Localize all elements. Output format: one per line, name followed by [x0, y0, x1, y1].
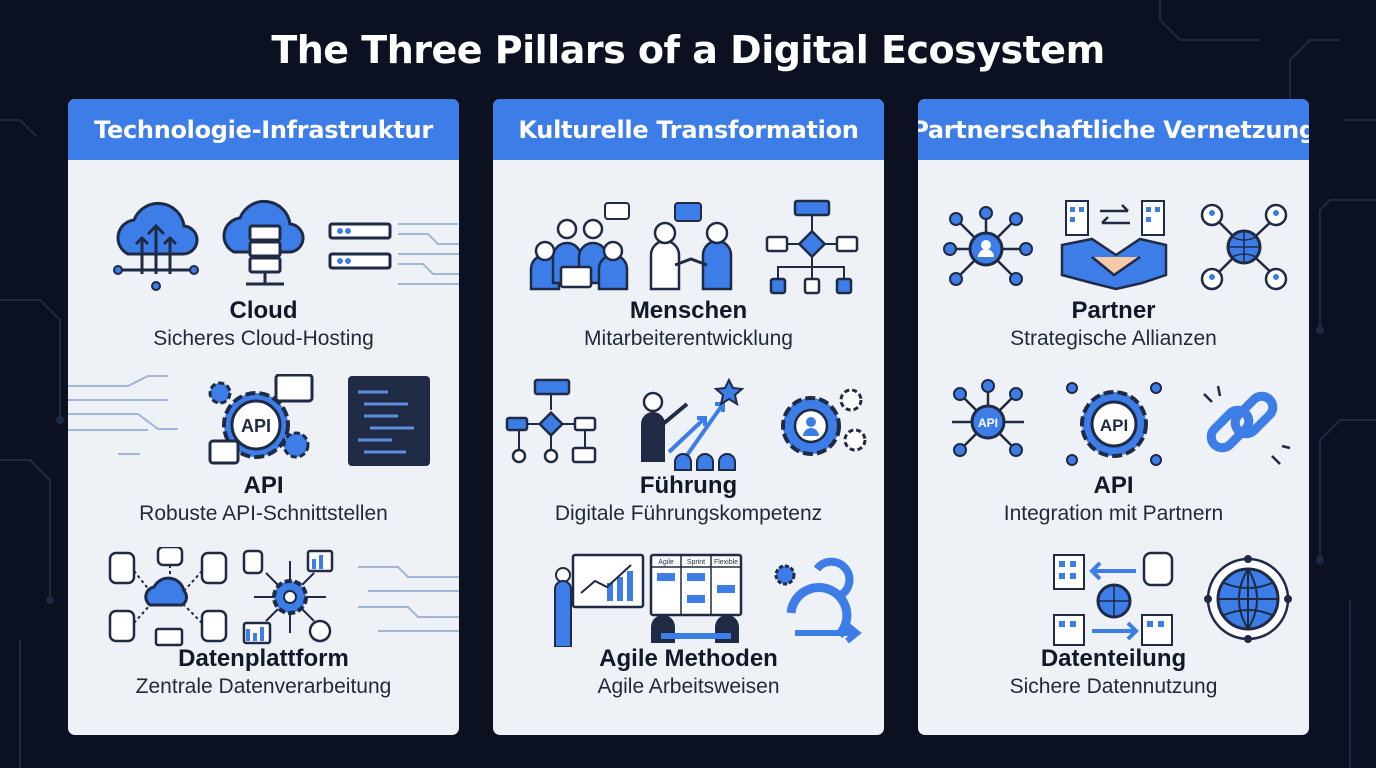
kanban-column-label: Flexible	[714, 559, 738, 566]
pillar-header: Kulturelle Transformation	[493, 99, 884, 160]
item-name: Partner	[1071, 297, 1156, 324]
presenter-chart-icon	[554, 553, 645, 647]
item-description: Sichere Datennutzung	[1009, 675, 1218, 698]
item-name: Agile Methoden	[599, 645, 778, 672]
flowchart-icon	[505, 378, 597, 464]
item-name: Cloud	[229, 297, 298, 324]
item-name: Datenteilung	[1040, 645, 1187, 672]
item-description: Sicheres Cloud-Hosting	[153, 327, 374, 350]
item-name: Führung	[639, 472, 738, 499]
cloud-upload-icon	[113, 201, 199, 291]
pillar-culture: Kulturelle Transformation	[493, 99, 884, 735]
agile-cycle-icon	[774, 557, 862, 644]
item-name: Datenplattform	[178, 645, 349, 672]
gears-person-icon	[781, 388, 867, 456]
api-label: API	[1100, 416, 1128, 435]
globe-network-icon	[1200, 203, 1288, 291]
data-exchange-icon	[1053, 551, 1174, 646]
item-description: Agile Arbeitsweisen	[597, 675, 780, 698]
item-name: Menschen	[629, 297, 748, 324]
globe-icon	[1204, 555, 1292, 643]
item-description: Mitarbeiterentwicklung	[584, 327, 793, 350]
item-name: API	[243, 472, 284, 499]
item-description: Integration mit Partnern	[1003, 502, 1224, 525]
circuit-lines-icon	[68, 375, 178, 455]
kanban-column-label: Sprint	[687, 559, 705, 566]
pillar-header: Technologie-Infrastruktur	[68, 99, 459, 160]
pillar-partnership: Partnerschaftliche Vernetzung	[918, 99, 1309, 735]
server-rack-icon	[328, 222, 459, 285]
api-network-icon: API	[952, 379, 1024, 457]
network-node-icon	[943, 206, 1033, 286]
handshake-people-icon	[649, 202, 733, 291]
api-gear-icon: API	[208, 374, 314, 465]
flowchart-icon	[765, 199, 859, 295]
data-gear-icon	[242, 549, 334, 645]
pillar-technology: Technologie-Infrastruktur Cloud Sicheres…	[68, 99, 459, 735]
handshake-buildings-icon	[1060, 200, 1168, 291]
code-window-icon	[348, 376, 430, 466]
circuit-lines-icon	[358, 566, 459, 632]
item-name: API	[1093, 472, 1134, 499]
api-gear-icon: API	[1066, 382, 1162, 466]
team-group-icon	[529, 202, 630, 291]
item-description: Digitale Führungskompetenz	[554, 502, 823, 525]
page-title: The Three Pillars of a Digital Ecosystem	[271, 28, 1105, 72]
item-description: Robuste API-Schnittstellen	[139, 502, 388, 525]
chain-link-icon	[1203, 385, 1291, 465]
kanban-board-icon: Agile Sprint Flexible	[649, 553, 743, 643]
api-label: API	[978, 416, 998, 430]
item-description: Zentrale Datenverarbeitung	[135, 675, 392, 698]
data-hub-icon	[108, 547, 228, 647]
cloud-server-icon	[222, 199, 305, 286]
kanban-column-label: Agile	[658, 559, 674, 566]
pillar-header: Partnerschaftliche Vernetzung	[918, 99, 1309, 160]
leader-presenting-icon	[641, 377, 745, 471]
item-description: Strategische Allianzen	[1010, 327, 1217, 350]
api-label: API	[241, 416, 271, 436]
